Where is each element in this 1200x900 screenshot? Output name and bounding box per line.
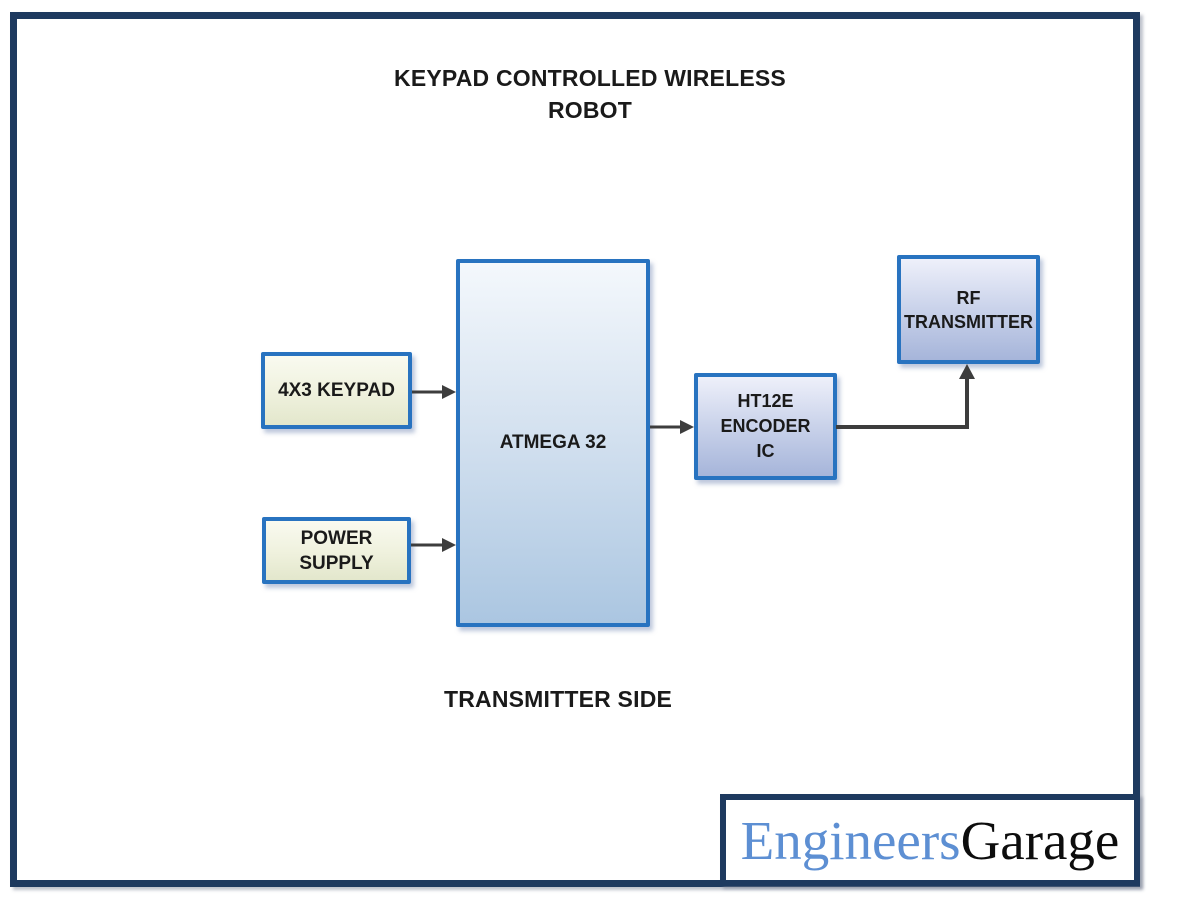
block-atmega32: ATMEGA 32	[456, 259, 650, 627]
diagram-title-line2: ROBOT	[547, 97, 633, 123]
block-rf-transmitter-label: RF TRANSMITTER	[904, 287, 1033, 332]
block-ht12e-encoder: HT12E ENCODER IC	[694, 373, 837, 480]
block-atmega32-label: ATMEGA 32	[499, 432, 607, 453]
block-rf-transmitter: RF TRANSMITTER	[897, 255, 1040, 364]
logo-text-garage: Garage	[960, 809, 1120, 871]
section-label-transmitter-side: TRANSMITTER SIDE	[443, 686, 673, 712]
block-ht12e-encoder-label: HT12E ENCODER IC	[720, 391, 811, 461]
diagram-title-line1: KEYPAD CONTROLLED WIRELESS	[394, 65, 786, 91]
page-border-frame	[10, 12, 1140, 887]
logo-text-engineers: Engineers	[740, 809, 961, 871]
block-keypad-label: 4X3 KEYPAD	[278, 379, 395, 401]
block-power-supply-label: POWER SUPPLY	[299, 527, 374, 574]
diagram-title: KEYPAD CONTROLLED WIRELESS ROBOT	[340, 62, 840, 126]
block-keypad: 4X3 KEYPAD	[261, 352, 412, 429]
block-power-supply: POWER SUPPLY	[262, 517, 411, 584]
